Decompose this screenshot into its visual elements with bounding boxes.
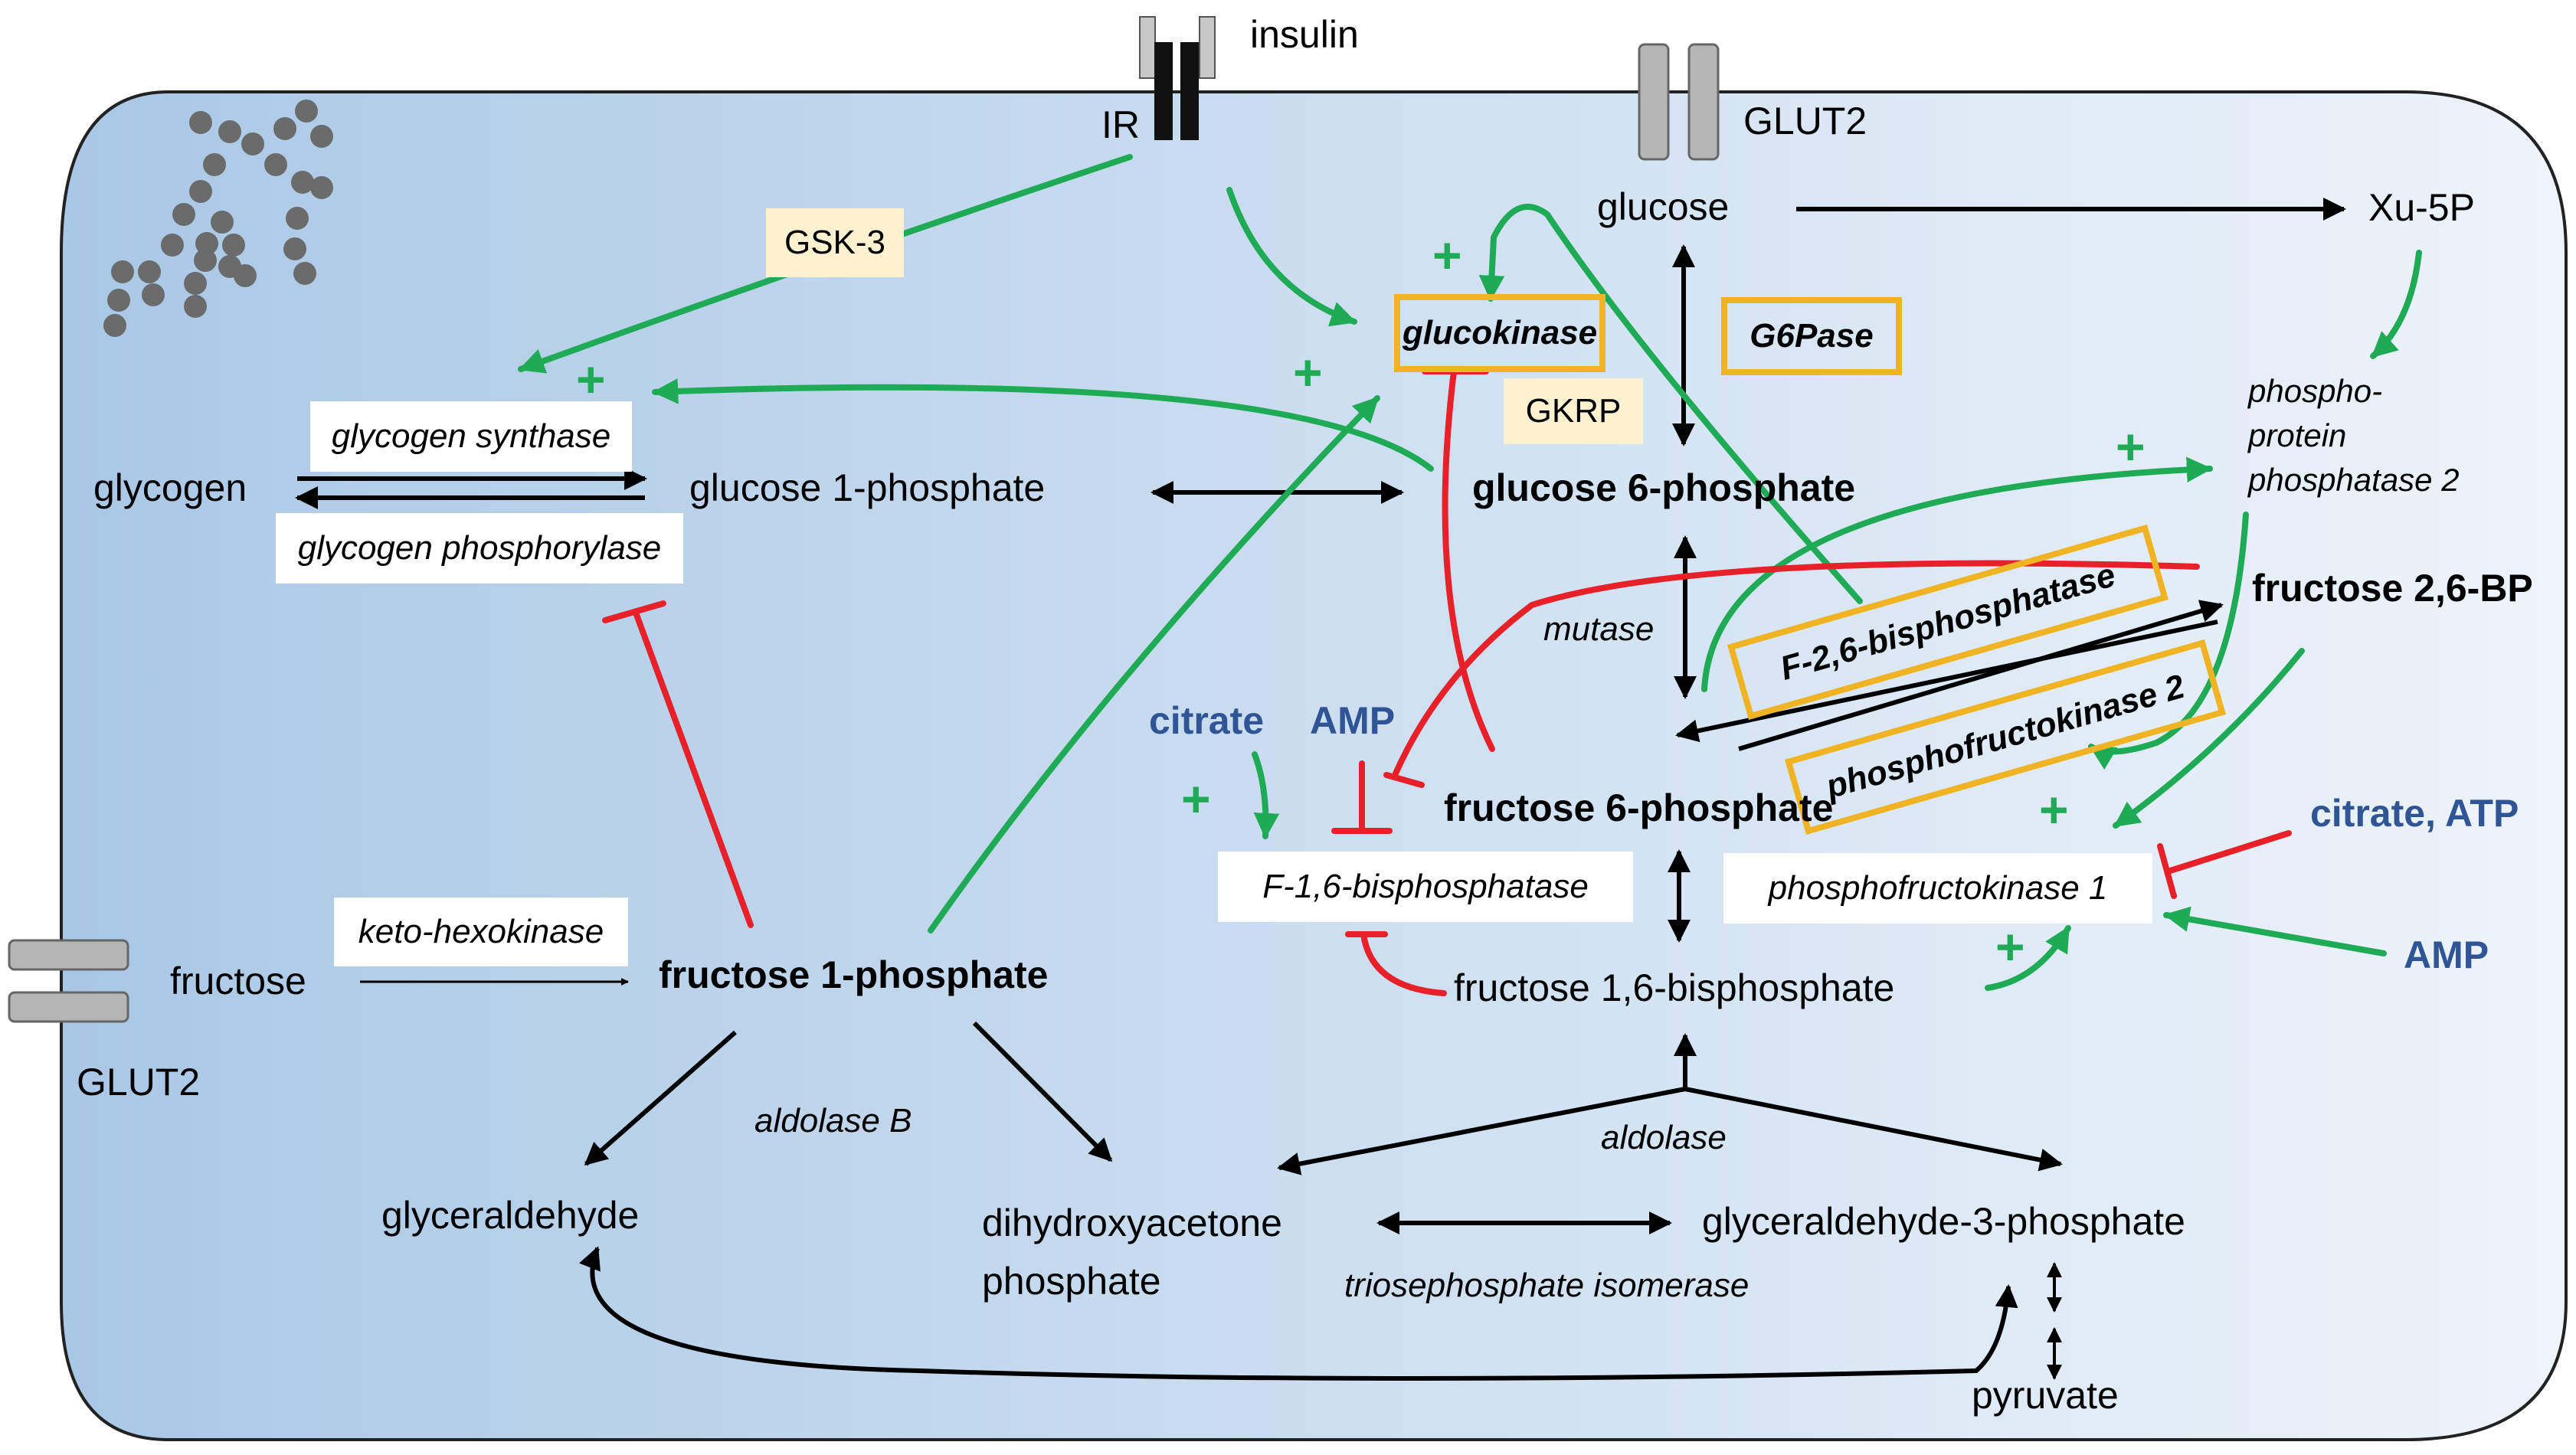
f26bp-f16bpase-inhibition <box>1393 560 2200 777</box>
pfk1-inhibition-bar <box>2157 843 2177 899</box>
plus-glycogen-synthase: + <box>576 351 606 407</box>
aldolase-label: aldolase <box>1601 1119 1727 1156</box>
aldolase-b-label: aldolase B <box>754 1102 912 1139</box>
xu5p-label: Xu-5P <box>2368 186 2475 229</box>
f6p-glucokinase-inhibition <box>1442 368 1495 752</box>
plus-citrate: + <box>1181 770 1211 827</box>
citrate-label: citrate <box>1149 699 1265 742</box>
fructose-1-6-bisphosphate-label: fructose 1,6-bisphosphate <box>1454 966 1895 1009</box>
pp2-label-line2: protein <box>2248 417 2347 453</box>
aldolase-b-right-arrow <box>972 1021 1113 1162</box>
fructose-1-phosphate-label: fructose 1-phosphate <box>659 953 1049 996</box>
glut2-left-label: GLUT2 <box>77 1061 201 1104</box>
aldolase-right-arrow <box>1684 1087 2063 1172</box>
glycogen-granules-icon <box>103 100 333 337</box>
fructose-label: fructose <box>170 960 306 1002</box>
aldolase-left-arrow <box>1277 1087 1686 1175</box>
keto-hexokinase-box: keto-hexokinase <box>334 898 628 966</box>
f1p-phosphorylase-inhibition <box>633 610 754 928</box>
glyceraldehyde-g3p-arrow <box>579 1246 2018 1381</box>
plus-pp2: + <box>2116 418 2146 475</box>
dihydroxyacetone-label: dihydroxyacetone <box>982 1202 1282 1244</box>
glut2-left-transporter-icon <box>8 939 129 1023</box>
citrate-atp-pfk1-inhibition <box>2165 830 2292 875</box>
ir-label: IR <box>1101 103 1140 146</box>
hepatocyte-cell <box>60 90 2568 1441</box>
pp2-pfk2-activation <box>2088 512 2249 770</box>
plus-glucokinase: + <box>1432 227 1462 283</box>
f26bpase-glucokinase-activation <box>1478 204 1863 604</box>
xu5p-pp2-activation <box>2370 250 2422 359</box>
amp-right-label: AMP <box>2404 933 2489 976</box>
fructose-6-phosphate-label: fructose 6-phosphate <box>1444 786 1834 829</box>
glycogen-phosphorylase-box: glycogen phosphorylase <box>276 513 683 584</box>
triosephosphate-isomerase-label: triosephosphate isomerase <box>1344 1267 1750 1304</box>
amp-top-label: AMP <box>1310 699 1396 742</box>
phosphofructokinase-1-box: phosphofructokinase 1 <box>1723 853 2152 924</box>
pp2-label-line1: phospho- <box>2248 373 2383 409</box>
glycogen-label: glycogen <box>93 466 247 509</box>
insulin-glucokinase-activation <box>1226 187 1357 327</box>
reaction-arrows <box>295 198 2346 1381</box>
insulin-label: insulin <box>1250 13 1359 56</box>
glut2-top-transporter-icon <box>1638 43 1720 161</box>
f16-bisphosphatase-box: F-1,6-bisphosphatase <box>1218 852 1633 922</box>
gsk3-box: GSK-3 <box>766 208 904 277</box>
citrate-f16bpase-activation <box>1252 751 1280 839</box>
glycogen-synthase-box: glycogen synthase <box>310 401 632 472</box>
plus-f1p-glucokinase: + <box>1293 344 1323 401</box>
glucokinase-box: glucokinase <box>1394 294 1605 372</box>
pp2-activation <box>1701 456 2213 692</box>
f16bp-f16bpase-inhibition <box>1360 931 1447 996</box>
pfk2-arrow <box>1738 600 2224 751</box>
glucose-1-phosphate-label: glucose 1-phosphate <box>689 466 1046 509</box>
plus-f16bp-pfk1: + <box>1995 918 2025 975</box>
f16bp-pfk1-activation <box>1985 925 2071 991</box>
glyceraldehyde-3-phosphate-label: glyceraldehyde-3-phosphate <box>1702 1200 2185 1243</box>
glucose-6-phosphate-label: glucose 6-phosphate <box>1472 466 1856 509</box>
pyruvate-label: pyruvate <box>1972 1374 2119 1417</box>
amp-pfk1-activation <box>2163 906 2387 956</box>
g6p-glycogen-synthase-activation <box>652 378 1434 472</box>
f26bpase-arrow <box>1675 620 2218 743</box>
aldolase-b-left-arrow <box>584 1030 737 1166</box>
glut2-top-label: GLUT2 <box>1743 100 1867 142</box>
citrate-atp-label: citrate, ATP <box>2310 792 2519 835</box>
phosphorylase-inhibition-bar <box>602 600 666 623</box>
fructose-2-6-bp-label: fructose 2,6-BP <box>2252 567 2533 610</box>
g6pase-box: G6Pase <box>1721 297 1902 375</box>
f1p-glucokinase-activation <box>928 395 1380 933</box>
pp2-label-line3: phosphatase 2 <box>2248 462 2460 498</box>
mutase-label: mutase <box>1543 610 1655 648</box>
gkrp-box: GKRP <box>1504 378 1643 444</box>
glyceraldehyde-label: glyceraldehyde <box>381 1194 640 1237</box>
f16bpase-inhibition-bar-a <box>1383 772 1425 788</box>
plus-f26bp-pfk1: + <box>2039 781 2069 838</box>
glucose-label: glucose <box>1597 185 1730 228</box>
phosphate-label: phosphate <box>982 1260 1161 1303</box>
f26bp-pfk1-activation <box>2113 648 2305 829</box>
insulin-receptor-icon <box>1139 16 1216 140</box>
